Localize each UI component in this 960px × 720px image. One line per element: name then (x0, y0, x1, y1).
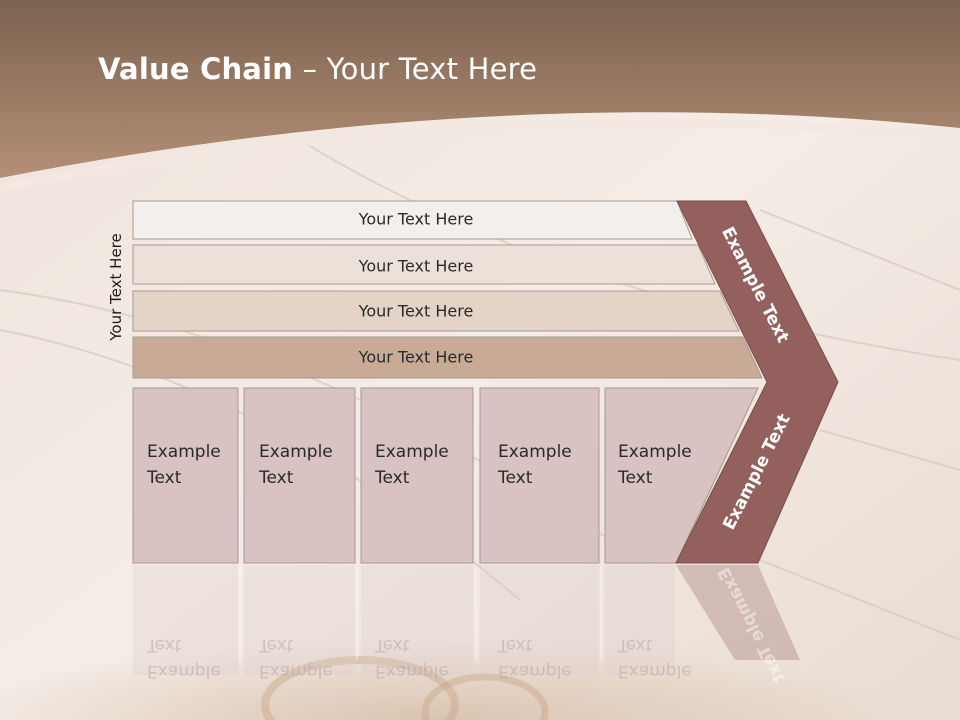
support-bar-2 (132, 244, 716, 285)
primary-box-4-line1: Example (498, 442, 572, 462)
primary-box-1-line2: Text (147, 468, 182, 488)
support-bar-4 (132, 336, 763, 379)
title-rest: – Your Text Here (293, 52, 538, 86)
slide-title: Value Chain – Your Text Here (98, 52, 537, 86)
margin-chevron (675, 200, 839, 564)
support-bar-4-label: Your Text Here (358, 347, 474, 367)
primary-box-5-line1: Example (618, 442, 692, 462)
primary-box-3 (360, 387, 474, 564)
primary-box-1 (132, 387, 239, 564)
support-bar-2-label: Your Text Here (358, 256, 474, 276)
title-bold: Value Chain (98, 52, 294, 86)
primary-box-5-line2: Text (618, 468, 653, 488)
primary-box-4-line2: Text (498, 468, 533, 488)
primary-box-1-line1: Example (147, 442, 221, 462)
support-bar-3 (132, 290, 740, 332)
support-bar-3-label: Your Text Here (358, 301, 474, 321)
primary-box-3-line1: Example (375, 442, 449, 462)
primary-box-4 (479, 387, 600, 564)
primary-box-2-line1: Example (259, 442, 333, 462)
primary-box-3-line2: Text (375, 468, 410, 488)
primary-box-2 (243, 387, 356, 564)
primary-box-2-line2: Text (259, 468, 294, 488)
support-bar-1-label: Your Text Here (358, 209, 474, 229)
support-bar-1 (132, 200, 693, 240)
